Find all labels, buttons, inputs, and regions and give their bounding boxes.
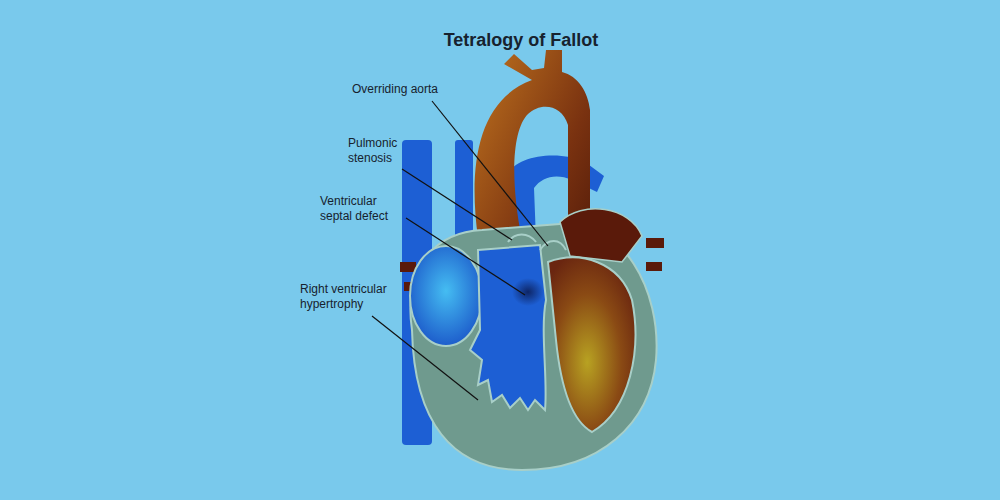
pulmonic-valve <box>508 235 536 243</box>
part-label: Right ventricular hypertrophy <box>300 282 404 312</box>
leader-line <box>432 101 548 246</box>
septal-defect <box>512 278 544 306</box>
aortic-valve <box>540 241 566 250</box>
side-vessel <box>646 262 662 271</box>
side-vessel <box>646 238 664 248</box>
leader-line <box>372 316 478 400</box>
part-label: Ventricular septal defect <box>320 194 402 224</box>
part-label: Pulmonic stenosis <box>348 136 408 166</box>
right-ventricle <box>470 245 546 410</box>
right-atrium <box>410 246 482 346</box>
left-ventricle <box>548 258 635 432</box>
left-atrium <box>560 209 642 262</box>
part-label: Overriding aorta <box>352 82 438 97</box>
diagram-title: Tetralogy of Fallot <box>444 30 599 51</box>
side-vessel <box>400 262 416 272</box>
leader-line <box>406 218 525 295</box>
leader-line <box>402 169 512 240</box>
